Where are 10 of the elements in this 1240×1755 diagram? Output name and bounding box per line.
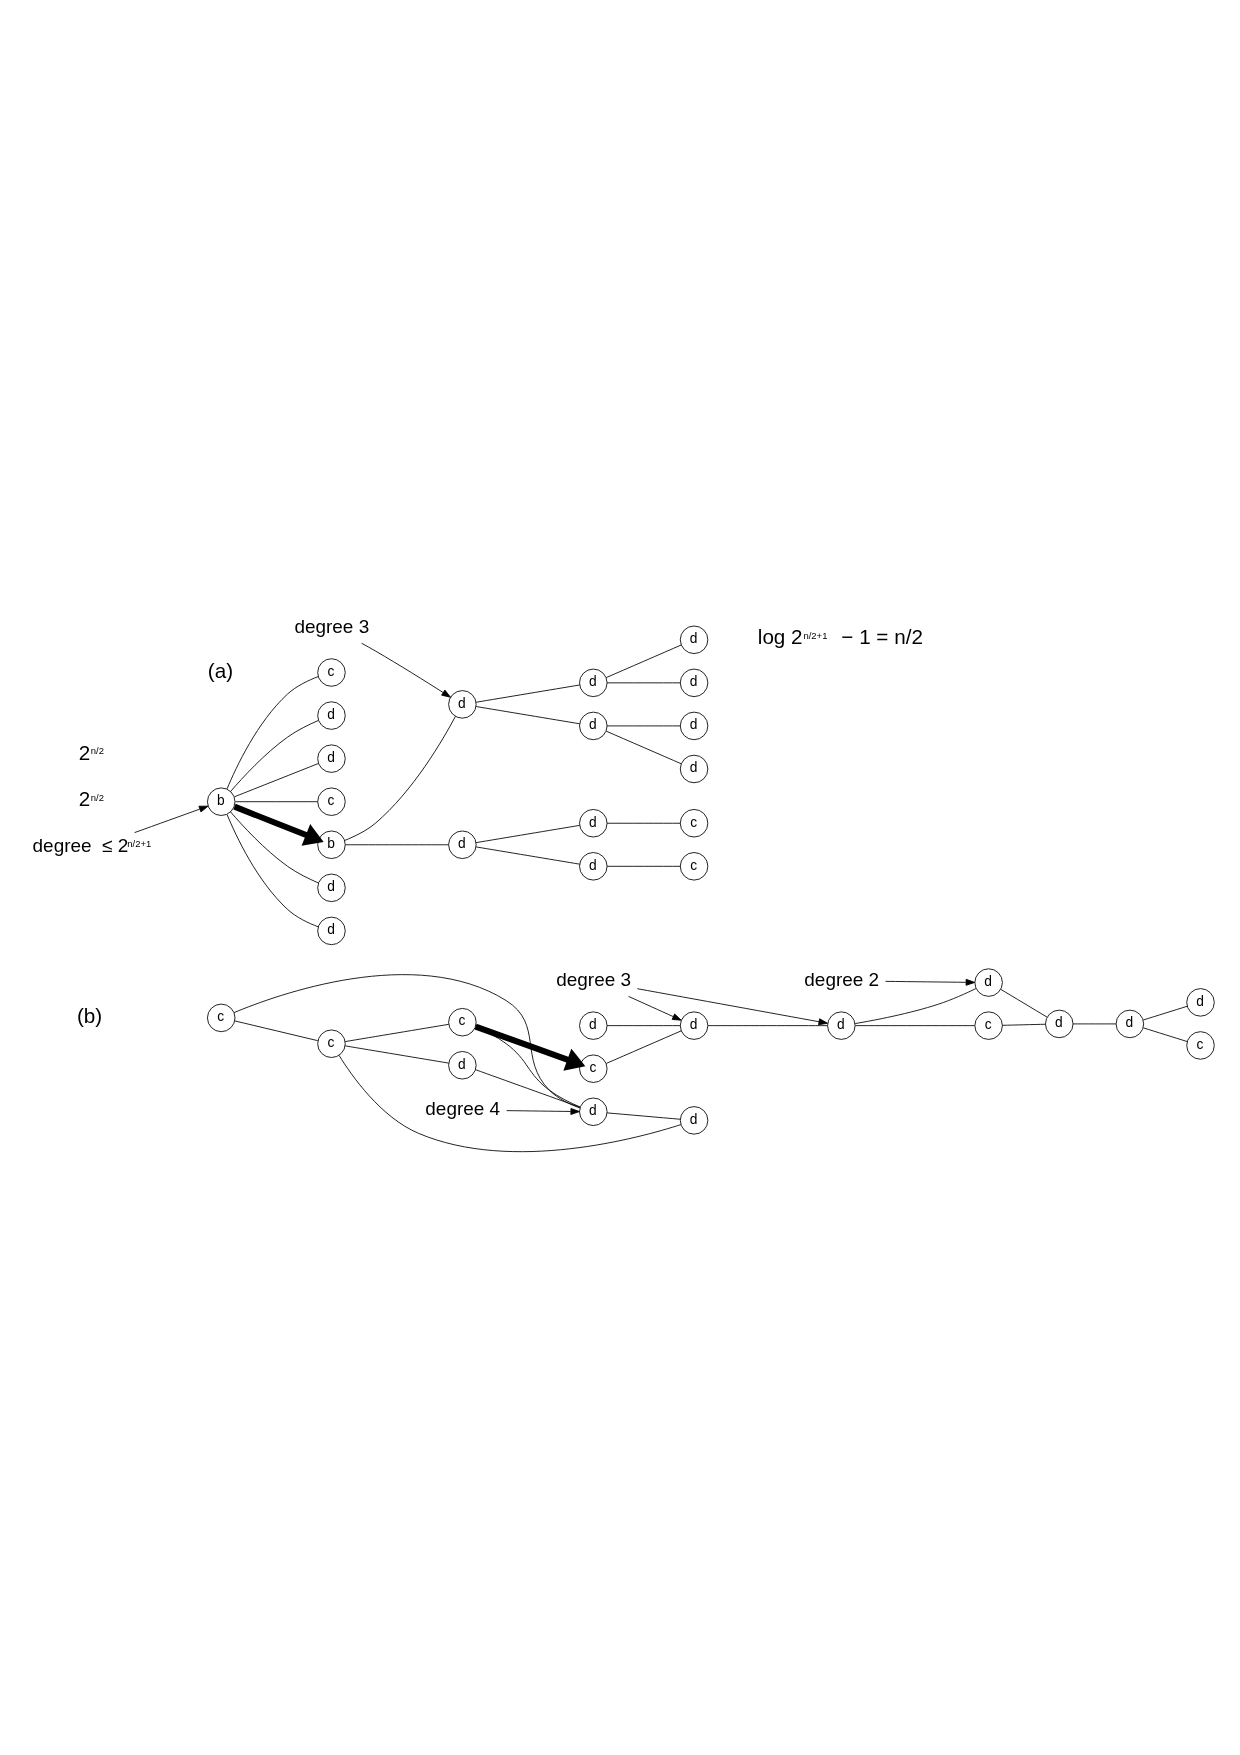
label: 2$^{n/2}$	[78, 740, 104, 764]
label: (b)	[76, 1004, 103, 1028]
node-text: degree 2	[804, 968, 880, 990]
label: (a)	[207, 658, 234, 682]
label: 2$^{n/2}$	[78, 787, 104, 811]
node-text: degree ≤ 2$^{n/2+1}$	[32, 835, 152, 857]
node-text: degree 3	[294, 615, 370, 637]
node-text: degree 3	[556, 968, 632, 990]
label: log 2$^{n/2+1}$ − 1 = n/2	[757, 625, 923, 649]
node-text: degree 4	[425, 1097, 501, 1119]
